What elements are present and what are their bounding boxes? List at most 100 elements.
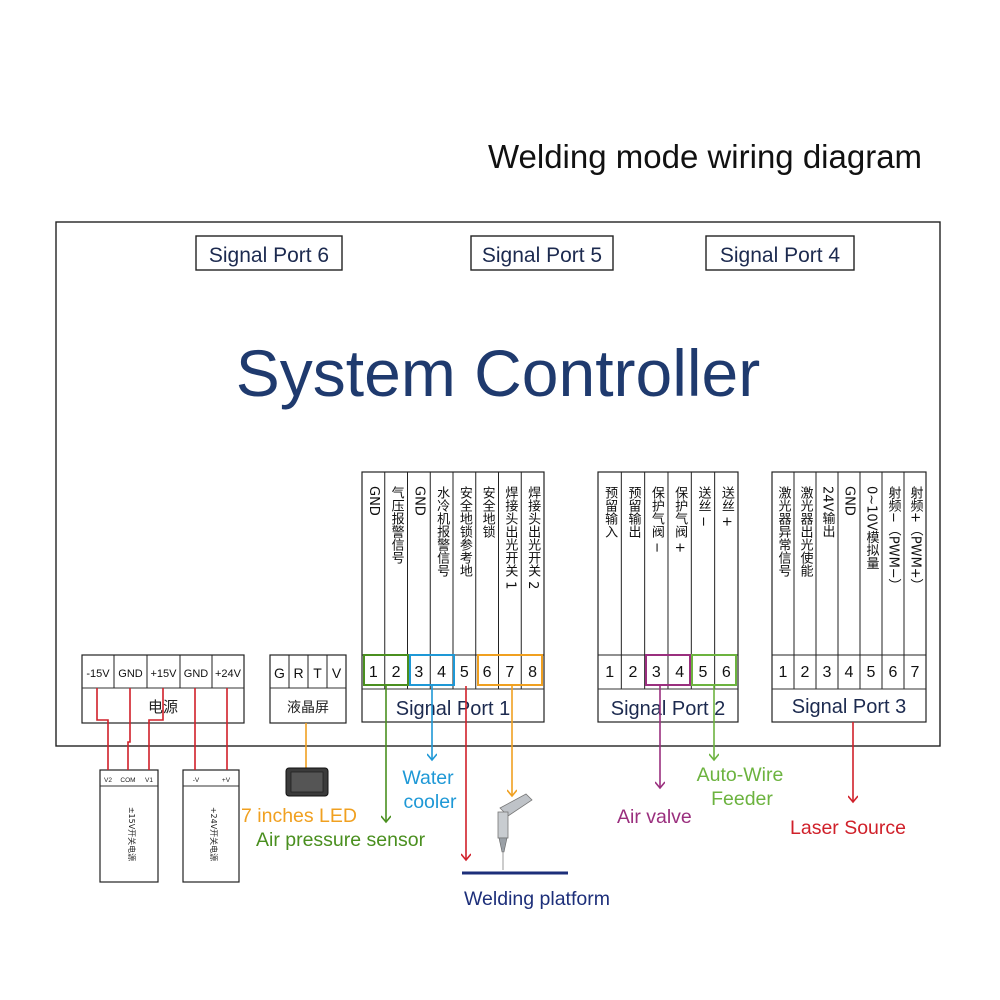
power-pin-5: +24V xyxy=(215,668,242,680)
welding-platform-label: Welding platform xyxy=(464,888,610,910)
air-pressure-connection: Air pressure sensor xyxy=(256,686,426,851)
svg-text:+V: +V xyxy=(222,777,231,784)
lcd-connection: 7 inches LED xyxy=(241,723,357,827)
psu-24v-label: +24V开关电源 xyxy=(209,807,219,861)
power-pin-4: GND xyxy=(184,668,209,680)
port3-pin-5: 5 xyxy=(867,664,876,681)
port3-signal-7: 射频+（PWM+） xyxy=(908,485,924,591)
port2-signal-6: 送丝 + xyxy=(719,486,735,527)
svg-text:-V: -V xyxy=(193,777,200,784)
port1-pin-2: 2 xyxy=(392,664,401,681)
port1-pin-6: 6 xyxy=(483,664,492,681)
water-cooler-label-2: cooler xyxy=(403,791,457,813)
signal-port-3-label: Signal Port 3 xyxy=(792,696,907,718)
port1-signal-7: 焊接头出光开关 1 xyxy=(502,485,518,589)
port2-pin-2: 2 xyxy=(629,664,638,681)
port2-pin-3: 3 xyxy=(652,664,661,681)
psu-15v: V2 COM V1 ±15V开关电源 xyxy=(99,769,159,883)
port2-signal-4: 保护气阀 + xyxy=(672,486,688,553)
port1-signal-8: 焊接头出光开关 2 xyxy=(525,485,541,589)
power-pin-1: -15V xyxy=(86,668,110,680)
port2-signal-3: 保护气阀 − xyxy=(649,486,665,553)
wire-feeder-label-1: Auto-Wire xyxy=(697,764,784,786)
port1-signal-6: 安全地锁 xyxy=(480,486,496,538)
port2-signal-5: 送丝 − xyxy=(695,486,711,527)
water-cooler-label-1: Water xyxy=(402,767,454,789)
port1-signal-3: GND xyxy=(411,486,426,516)
water-cooler-connection: Water cooler xyxy=(402,686,457,813)
psu-15v-label: ±15V开关电源 xyxy=(127,807,137,861)
signal-port-2-label: Signal Port 2 xyxy=(611,698,726,720)
air-pressure-label: Air pressure sensor xyxy=(256,829,426,851)
controller-box xyxy=(55,221,941,747)
port3-signal-2: 激光器出光使能 xyxy=(798,486,814,577)
signal-port-1-label: Signal Port 1 xyxy=(396,698,511,720)
port2-pin-6: 6 xyxy=(722,664,731,681)
svg-text:V2: V2 xyxy=(104,777,112,784)
welding-torch-icon xyxy=(497,793,533,870)
signal-port-1: GND 气压报警信号 GND 水冷机报警信号安全地锁参考地安全地锁焊接头出光开关 1 焊… xyxy=(361,471,545,723)
port1-signal-2: 气压报警信号 xyxy=(389,485,405,564)
p2-highlight-green xyxy=(691,654,737,686)
port1-pin-8: 8 xyxy=(528,664,537,681)
port1-signal-5: 安全地锁参考地 xyxy=(457,486,473,577)
lcd-pin-1: G xyxy=(274,665,285,681)
port2-pin-4: 4 xyxy=(675,664,684,681)
power-wires xyxy=(96,688,228,770)
air-valve-connection: Air valve xyxy=(617,686,692,828)
port1-pin-5: 5 xyxy=(460,664,469,681)
svg-text:Signal Port 5: Signal Port 5 xyxy=(482,244,602,267)
p1-highlight-orange xyxy=(477,654,543,686)
port1-signal-4: 水冷机报警信号 xyxy=(434,486,450,577)
signal-port-3: 激光器异常信号激光器出光使能 24V输出 GND 0~10V模拟量射频−（PWM−） 射… xyxy=(771,471,927,723)
laser-source-label: Laser Source xyxy=(790,817,906,839)
lcd-pin-2: R xyxy=(293,665,303,681)
port2-pin-1: 1 xyxy=(605,664,614,681)
svg-text:Signal Port 4: Signal Port 4 xyxy=(720,244,841,267)
port3-pin-1: 1 xyxy=(779,664,788,681)
port1-pin-7: 7 xyxy=(505,664,514,681)
port1-pin-3: 3 xyxy=(414,664,423,681)
air-valve-label: Air valve xyxy=(617,806,692,828)
port3-pin-4: 4 xyxy=(845,664,854,681)
controller-label: System Controller xyxy=(236,336,761,410)
lcd-pin-3: T xyxy=(313,665,322,681)
p1-highlight-blue xyxy=(409,654,455,686)
port3-signal-6: 射频−（PWM−） xyxy=(886,485,902,591)
svg-text:V1: V1 xyxy=(145,777,153,784)
port3-signal-1: 激光器异常信号 xyxy=(776,486,792,577)
svg-text:Signal Port 6: Signal Port 6 xyxy=(209,244,329,267)
top-port-4: Signal Port 4 xyxy=(705,235,855,271)
diagram-title: Welding mode wiring diagram xyxy=(488,138,922,175)
power-pin-2: GND xyxy=(118,668,143,680)
p2-highlight-purple xyxy=(645,654,691,686)
wire-feeder-connection: Auto-Wire Feeder xyxy=(697,686,784,810)
wire-feeder-label-2: Feeder xyxy=(711,788,773,810)
psu-24v: -V +V +24V开关电源 xyxy=(182,769,240,883)
top-port-6: Signal Port 6 xyxy=(195,235,343,271)
port2-pin-5: 5 xyxy=(699,664,708,681)
port3-signal-5: 0~10V模拟量 xyxy=(864,486,880,570)
laser-source-connection: Laser Source xyxy=(790,722,906,839)
port3-signal-4: GND xyxy=(842,486,857,516)
port3-pin-3: 3 xyxy=(823,664,832,681)
svg-text:COM: COM xyxy=(120,777,135,784)
port2-signal-2: 预留输出 xyxy=(625,486,641,538)
power-pin-3: +15V xyxy=(151,668,178,680)
port3-pin-2: 2 xyxy=(801,664,810,681)
p1-highlight-green xyxy=(363,654,409,686)
lcd-pin-4: V xyxy=(332,665,342,681)
port1-signal-1: GND xyxy=(366,486,381,516)
port2-signal-1: 预留输入 xyxy=(602,486,618,538)
lcd-label: 液晶屏 xyxy=(287,700,329,716)
led-label: 7 inches LED xyxy=(241,805,357,827)
port1-pin-1: 1 xyxy=(369,664,378,681)
port3-pin-7: 7 xyxy=(911,664,920,681)
top-port-5: Signal Port 5 xyxy=(470,235,614,271)
port3-signal-3: 24V输出 xyxy=(820,486,836,538)
port3-pin-6: 6 xyxy=(889,664,898,681)
port1-pin-4: 4 xyxy=(437,664,446,681)
